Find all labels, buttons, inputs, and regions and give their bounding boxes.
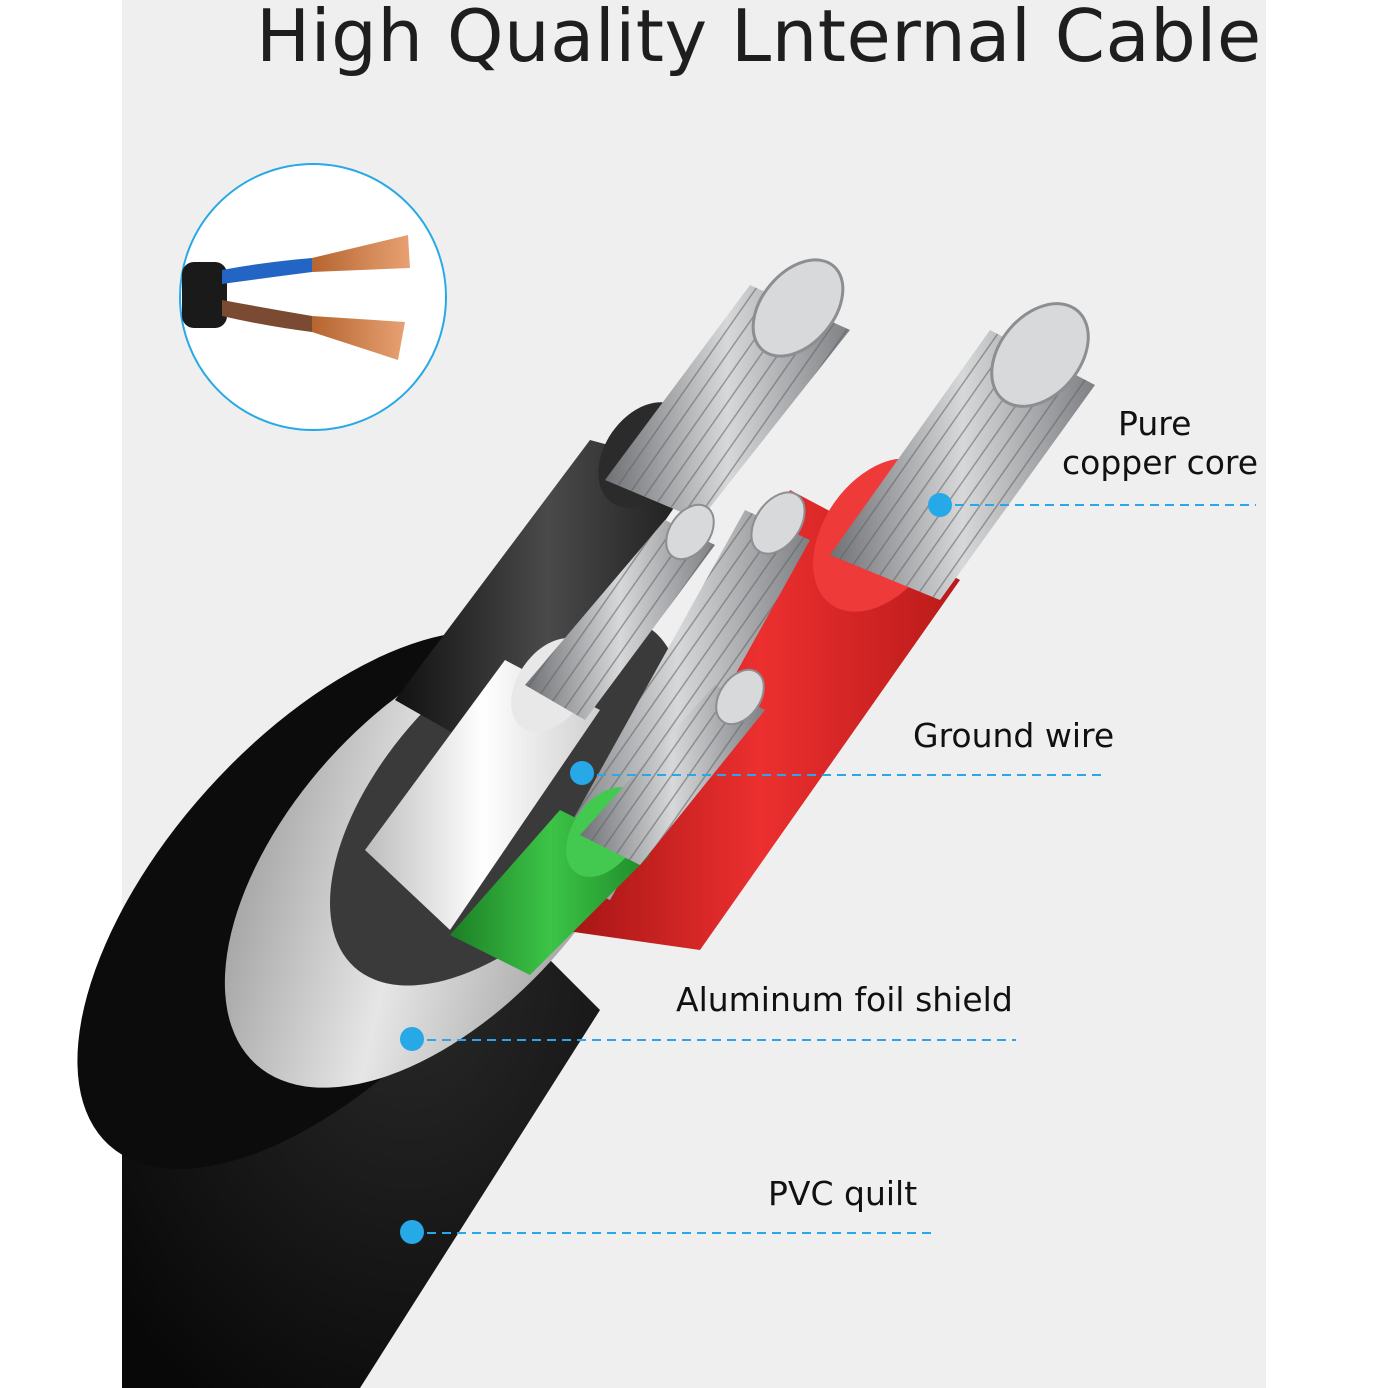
label-ground-wire: Ground wire xyxy=(913,716,1115,755)
callout-dot-icon xyxy=(928,493,952,517)
page-title: High Quality Lnternal Cable xyxy=(256,0,1262,78)
label-core-line1: Pure xyxy=(1118,404,1192,443)
callout-dot-icon xyxy=(400,1027,424,1051)
black-conductor xyxy=(395,258,850,760)
label-core-line2: copper core xyxy=(1062,443,1259,482)
callout-dot-icon xyxy=(570,761,594,785)
callout-dot-icon xyxy=(400,1220,424,1244)
callout-leaders xyxy=(412,504,1256,1234)
two-core-copper-wire-inset xyxy=(179,163,447,431)
white-conductor xyxy=(365,503,715,930)
label-aluminum-foil-shield: Aluminum foil shield xyxy=(676,980,1013,1019)
label-pvc-quilt: PVC quilt xyxy=(768,1174,918,1213)
